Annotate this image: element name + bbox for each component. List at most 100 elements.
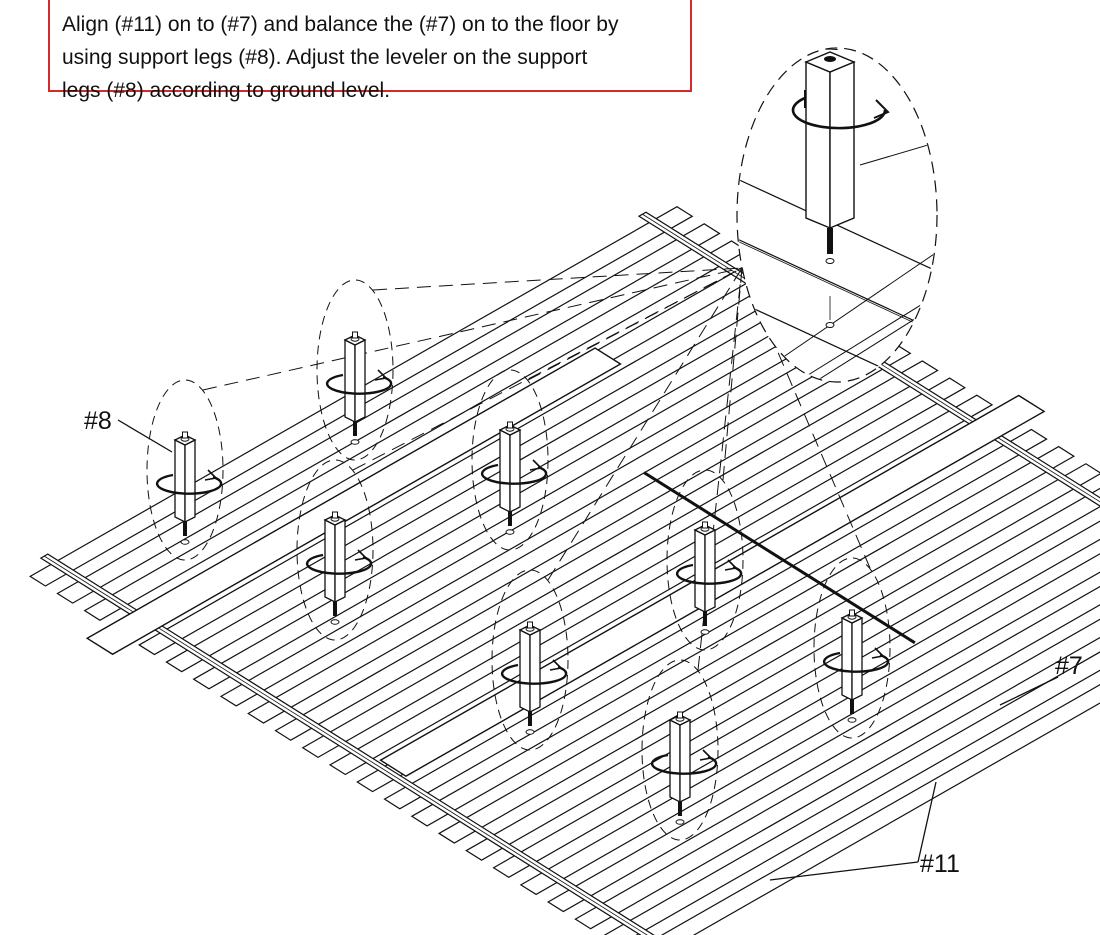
post-face: [694, 528, 706, 614]
knob-stem: [182, 431, 188, 439]
knob-stem: [507, 421, 513, 429]
track-tie: [247, 343, 912, 724]
post-face: [529, 628, 541, 714]
callout-label-8: #8: [84, 407, 112, 435]
ground-hole: [505, 529, 515, 535]
rotation-arrowhead: [529, 459, 543, 471]
detail-halo: [813, 557, 891, 739]
track-tie: [660, 684, 1100, 935]
ground-hole: [675, 819, 685, 825]
rotation-arrow-icon: [325, 373, 393, 395]
rotation-arrowhead: [873, 99, 890, 119]
detail-halo: [491, 569, 569, 751]
ground-hole: [525, 729, 535, 735]
leveler-shaft: [678, 800, 682, 816]
rotation-arrow-icon: [500, 663, 568, 685]
track-tie: [410, 445, 1076, 827]
track-tie: [465, 487, 1100, 861]
leveler-bolt-icon: [827, 228, 833, 254]
callout-label-11: #11: [920, 850, 960, 878]
instruction-line-2: using support legs (#8). Adjust the leve…: [62, 46, 588, 69]
rotation-arrow-icon: [675, 563, 743, 585]
post-face: [184, 438, 196, 524]
post-face: [851, 616, 863, 702]
detail-leader: [352, 267, 743, 471]
detail-post-face: [805, 60, 831, 230]
crossbar: [85, 347, 622, 656]
detail-halo: [666, 469, 744, 651]
rotation-arrow-icon: [822, 651, 890, 673]
leveler-shaft: [183, 520, 187, 536]
ground-hole: [700, 629, 710, 635]
ground-hole: [847, 717, 857, 723]
callout-label-7: #7: [1055, 652, 1083, 680]
leveler-shaft: [333, 600, 337, 616]
rotation-arrowhead: [204, 469, 218, 481]
track-tie: [574, 618, 1100, 930]
detail-knob: [824, 56, 836, 62]
track-tie: [437, 463, 1100, 844]
rotation-arrow-icon: [155, 473, 223, 495]
rotation-arrow-icon: [305, 553, 373, 575]
detail-halo: [641, 659, 719, 841]
detail-leader: [372, 267, 743, 291]
track-tie: [274, 360, 939, 741]
detail-halo: [296, 459, 374, 641]
detail-halo: [316, 279, 394, 461]
leveler-shaft: [508, 510, 512, 526]
post-face: [519, 628, 531, 714]
track-tie: [301, 377, 966, 759]
support-leg: [491, 569, 569, 751]
detail-hole: [825, 258, 835, 264]
track-tie: [519, 553, 1100, 896]
detail-beam-edge: [738, 239, 936, 338]
knob-stem: [677, 711, 683, 719]
post-face: [344, 338, 356, 424]
detail-leader: [547, 267, 743, 581]
knob-stem: [352, 331, 358, 339]
track-ties: [28, 206, 1100, 935]
support-leg: [146, 379, 224, 561]
callout-11: #11: [769, 781, 960, 881]
track-tie: [383, 428, 1048, 810]
leveler-shaft: [353, 420, 357, 436]
ground-hole: [350, 439, 360, 445]
detail-halo: [471, 369, 549, 551]
detail-leader: [722, 267, 743, 481]
support-legs: [146, 279, 891, 841]
instruction-line-3: legs (#8) according to ground level.: [62, 79, 391, 102]
tie-rod: [643, 471, 916, 645]
support-leg: [813, 557, 891, 739]
post-face: [841, 616, 853, 702]
track-tie: [56, 223, 721, 604]
knob-stem: [527, 621, 533, 629]
post-face: [174, 438, 186, 524]
knob-stem: [849, 609, 855, 617]
post-face: [324, 518, 336, 604]
post-face: [334, 518, 346, 604]
track-tie: [603, 651, 1100, 935]
rotation-arrowhead: [724, 559, 738, 571]
track-rail: [39, 553, 655, 935]
detail-beam-edge: [738, 177, 936, 276]
support-leg: [471, 369, 549, 551]
detail-post-face: [829, 60, 855, 230]
detail-hole: [825, 322, 835, 328]
instruction-note: Align (#11) on to (#7) and balance the (…: [48, 0, 692, 102]
rotation-arrowhead: [871, 647, 885, 659]
post-face: [679, 718, 691, 804]
rotation-arrowhead: [838, 18, 845, 27]
detail-contents: [738, 18, 936, 381]
track-tie: [546, 585, 1100, 913]
ground-hole: [180, 539, 190, 545]
knob-stem: [702, 521, 708, 529]
rotation-arrow-icon: [791, 96, 887, 130]
detail-leader: [202, 267, 743, 391]
detail-beam-edge: [738, 237, 936, 336]
post-face: [354, 338, 366, 424]
support-leg: [316, 279, 394, 461]
rotation-arrow-icon: [817, 20, 843, 28]
leveler-shaft: [703, 610, 707, 626]
detail-halo: [146, 379, 224, 561]
